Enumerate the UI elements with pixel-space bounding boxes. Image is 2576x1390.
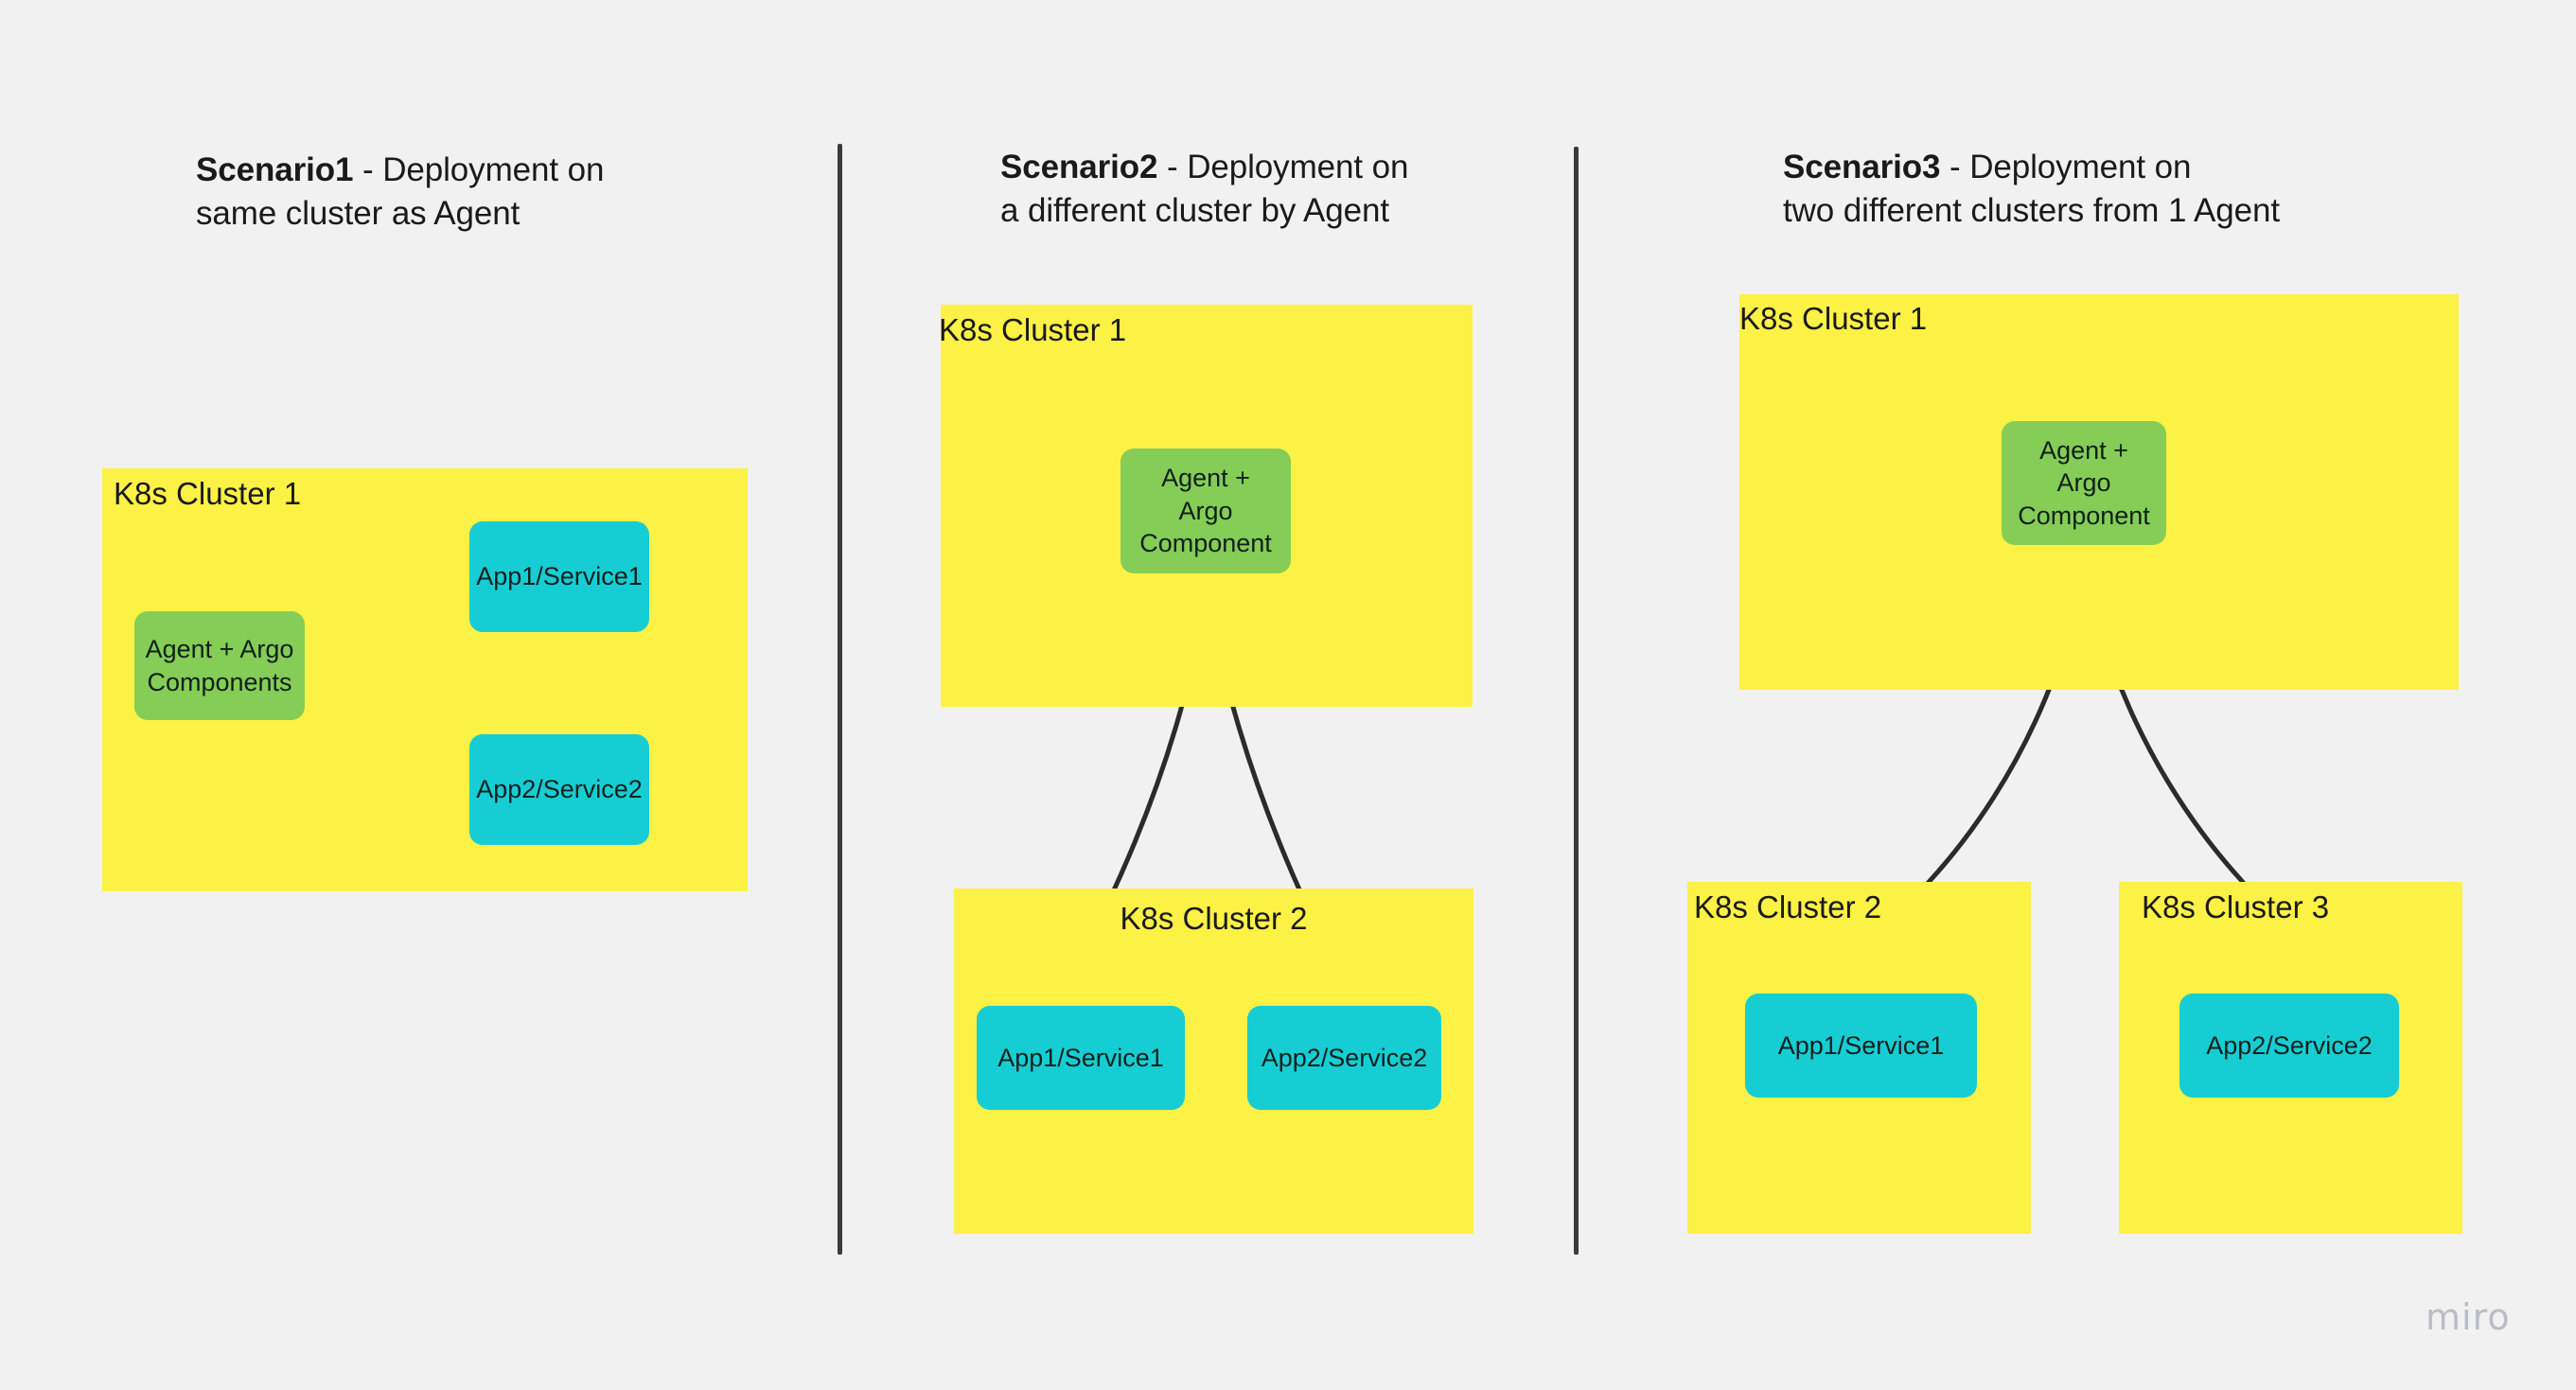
- scenario2-title-rest: - Deployment on a different cluster by A…: [1000, 149, 1409, 230]
- scenario3-title: Scenario3 - Deployment on two different …: [1783, 146, 2445, 233]
- s1-app2-node[interactable]: App2/Service2: [469, 734, 649, 845]
- divider-scenario1-scenario2: [838, 144, 842, 1255]
- scenario1-title-rest: - Deployment on same cluster as Agent: [196, 151, 605, 233]
- s1-agent-node[interactable]: Agent + Argo Components: [134, 611, 305, 720]
- s1-app1-node[interactable]: App1/Service1: [469, 521, 649, 632]
- scenario2-title-bold: Scenario2: [1000, 149, 1158, 185]
- s3-cluster1-label: K8s Cluster 1: [1739, 301, 1928, 336]
- s2-agent-node[interactable]: Agent + Argo Component: [1120, 449, 1291, 573]
- s3-cluster3-label: K8s Cluster 3: [2142, 889, 2330, 924]
- s2-cluster1-label: K8s Cluster 1: [939, 312, 1127, 347]
- scenario1-title-bold: Scenario1: [196, 151, 354, 188]
- s2-app2-node[interactable]: App2/Service2: [1247, 1006, 1441, 1110]
- s1-cluster1-label: K8s Cluster 1: [114, 476, 302, 511]
- s2-cluster2-label: K8s Cluster 2: [1120, 901, 1308, 936]
- scenario3-title-bold: Scenario3: [1783, 149, 1941, 185]
- s3-agent-node[interactable]: Agent + Argo Component: [2002, 421, 2166, 545]
- scenario2-title: Scenario2 - Deployment on a different cl…: [1000, 146, 1568, 233]
- scenario3-title-rest: - Deployment on two different clusters f…: [1783, 149, 2281, 230]
- scenario1-title: Scenario1 - Deployment on same cluster a…: [196, 149, 726, 236]
- divider-scenario2-scenario3: [1574, 147, 1579, 1255]
- s3-app1-node[interactable]: App1/Service1: [1745, 994, 1977, 1098]
- s3-app2-node[interactable]: App2/Service2: [2179, 994, 2399, 1098]
- miro-watermark: miro: [2426, 1296, 2511, 1338]
- s3-cluster2-label: K8s Cluster 2: [1694, 889, 1882, 924]
- s2-app1-node[interactable]: App1/Service1: [977, 1006, 1185, 1110]
